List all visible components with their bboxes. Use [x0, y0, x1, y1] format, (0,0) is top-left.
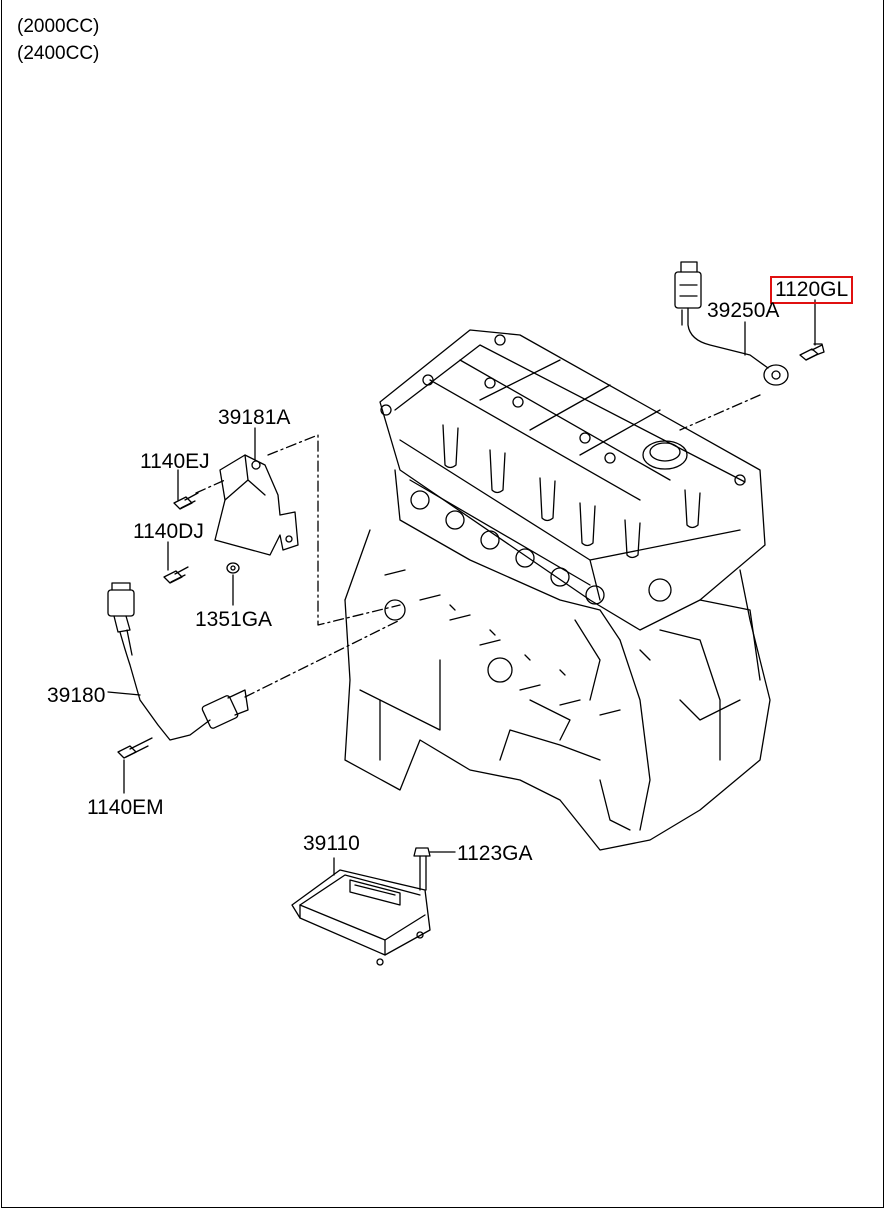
engine-variant-2400cc: (2400CC): [17, 43, 100, 64]
callout-39250a: 39250A: [707, 299, 780, 322]
callout-1140ej: 1140EJ: [140, 450, 210, 473]
callout-39180: 39180: [47, 684, 106, 707]
callout-39181a: 39181A: [218, 406, 291, 429]
sensor-cover-illustration: [214, 454, 299, 556]
callout-1140dj: 1140DJ: [133, 520, 204, 543]
engine-variant-2000cc: (2000CC): [17, 16, 100, 37]
bolt-1140em-illustration: [117, 737, 153, 759]
nut-1351ga-illustration: [226, 562, 240, 574]
bolt-1140dj-illustration: [163, 566, 189, 584]
cam-sensor-illustration: [107, 582, 249, 741]
callout-1140em: 1140EM: [87, 796, 164, 819]
callout-1351ga: 1351GA: [195, 608, 273, 631]
bolt-1123ga-illustration: [413, 847, 431, 891]
ecu-illustration: [291, 869, 431, 966]
engine-block-illustration: [344, 329, 771, 851]
callout-39110: 39110: [303, 832, 360, 855]
bolt-1120gl-illustration: [799, 343, 825, 361]
bolt-1140ej-illustration: [173, 492, 199, 510]
knock-sensor-illustration: [674, 261, 789, 386]
callout-1120gl: 1120GL: [770, 276, 854, 304]
callout-1123ga: 1123GA: [457, 842, 533, 865]
